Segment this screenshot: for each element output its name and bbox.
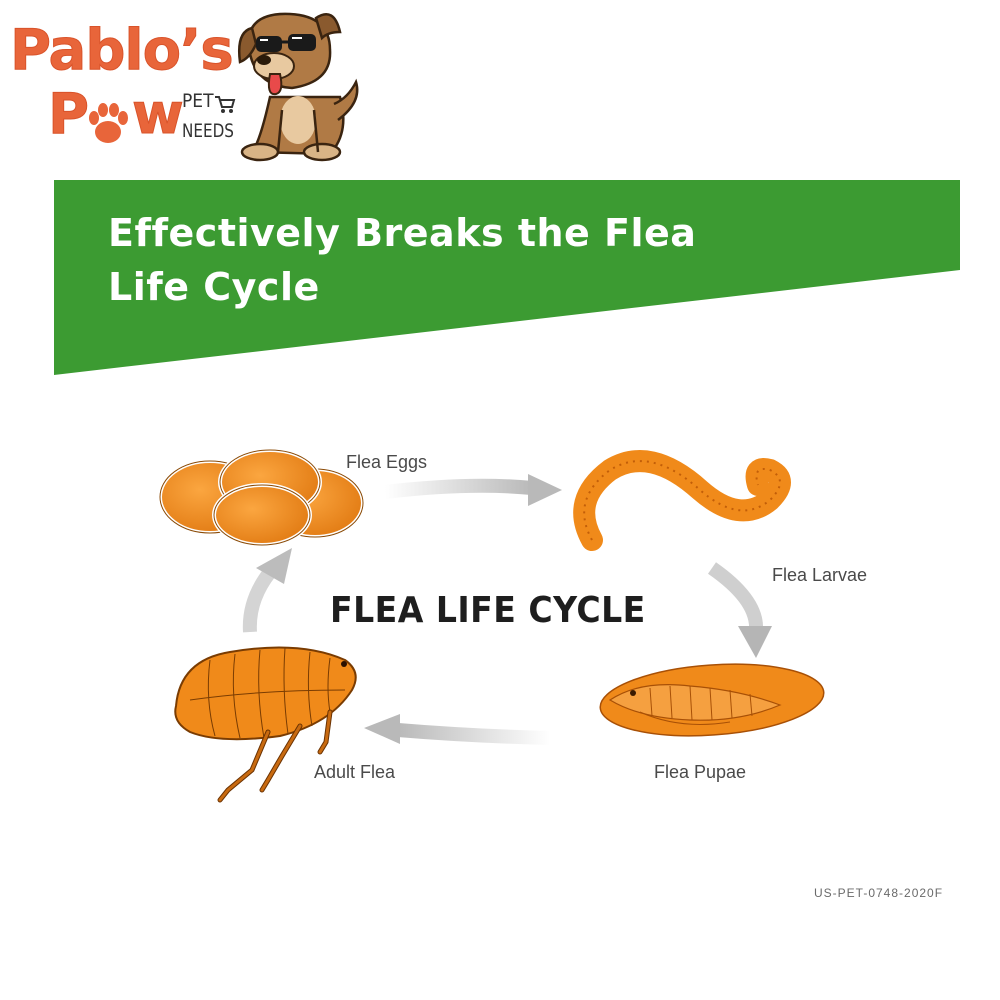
logo-wordmark-pablos: Pablo’s [10,18,235,84]
title-banner [54,180,960,375]
label-flea-eggs: Flea Eggs [346,452,428,472]
label-adult-flea: Adult Flea [314,762,396,782]
flea-pupae-illustration [594,659,830,741]
arrow-larvae-to-pupae [707,562,772,658]
shopping-cart-icon [215,96,236,113]
logo-needs-text: NEEDS [182,120,234,142]
logo-pet-text: PET [182,90,214,112]
brand-logo[interactable]: Pablo’s P w PET NEEDS [0,0,380,170]
dog-mascot-icon [238,12,359,162]
arrow-eggs-to-larvae [384,474,562,506]
arrow-pupae-to-adult [364,714,551,745]
arrow-adult-to-eggs [242,548,292,633]
label-flea-larvae: Flea Larvae [772,565,868,585]
label-flea-pupae: Flea Pupae [654,762,747,782]
flea-eggs-illustration [158,448,365,547]
paw-print-icon [89,103,128,143]
diagram-title: FLEA LIFE CYCLE [330,590,646,631]
flea-larvae-illustration [569,446,795,555]
document-code: US-PET-0748-2020F [814,886,944,900]
banner-title: Effectively Breaks the Flea Life Cycle [108,211,697,309]
cycle-arrows [242,474,772,745]
adult-flea-illustration [174,646,357,803]
